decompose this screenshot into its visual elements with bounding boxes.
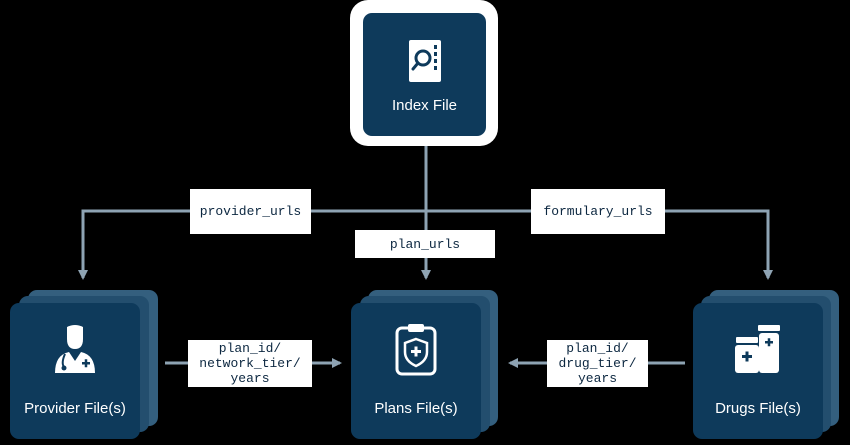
provider-to-plans-line-3: years — [230, 371, 270, 386]
clipboard-medical-icon — [395, 324, 437, 376]
provider-urls-line — [78, 209, 426, 280]
provider-to-plans-label: plan_id/ network_tier/ years — [188, 340, 312, 387]
medicine-bottles-icon — [735, 325, 780, 373]
drugs-file-node: Drugs File(s) — [693, 303, 823, 439]
plans-file-node: Plans File(s) — [351, 303, 481, 439]
plans-file-title: Plans File(s) — [374, 400, 458, 417]
provider-to-plans-line-1: plan_id/ — [218, 341, 282, 356]
doctor-icon — [55, 325, 95, 373]
formulary-urls-label: formulary_urls — [531, 189, 665, 234]
index-file-node: Index File — [363, 13, 486, 136]
plan-urls-label: plan_urls — [355, 230, 495, 258]
provider-file-node: Provider File(s) — [10, 303, 140, 439]
provider-file-title: Provider File(s) — [24, 400, 126, 417]
drugs-to-plans-label: plan_id/ drug_tier/ years — [547, 340, 648, 387]
drugs-to-plans-line-3: years — [577, 371, 617, 386]
provider-urls-label: provider_urls — [190, 189, 311, 234]
document-search-icon — [408, 40, 441, 82]
drugs-to-plans-line-1: plan_id/ — [566, 341, 629, 356]
provider-to-plans-line-2: network_tier/ — [199, 356, 301, 371]
index-file-title: Index File — [391, 97, 458, 114]
drugs-to-plans-line-2: drug_tier/ — [558, 356, 637, 371]
drugs-file-title: Drugs File(s) — [715, 400, 801, 417]
